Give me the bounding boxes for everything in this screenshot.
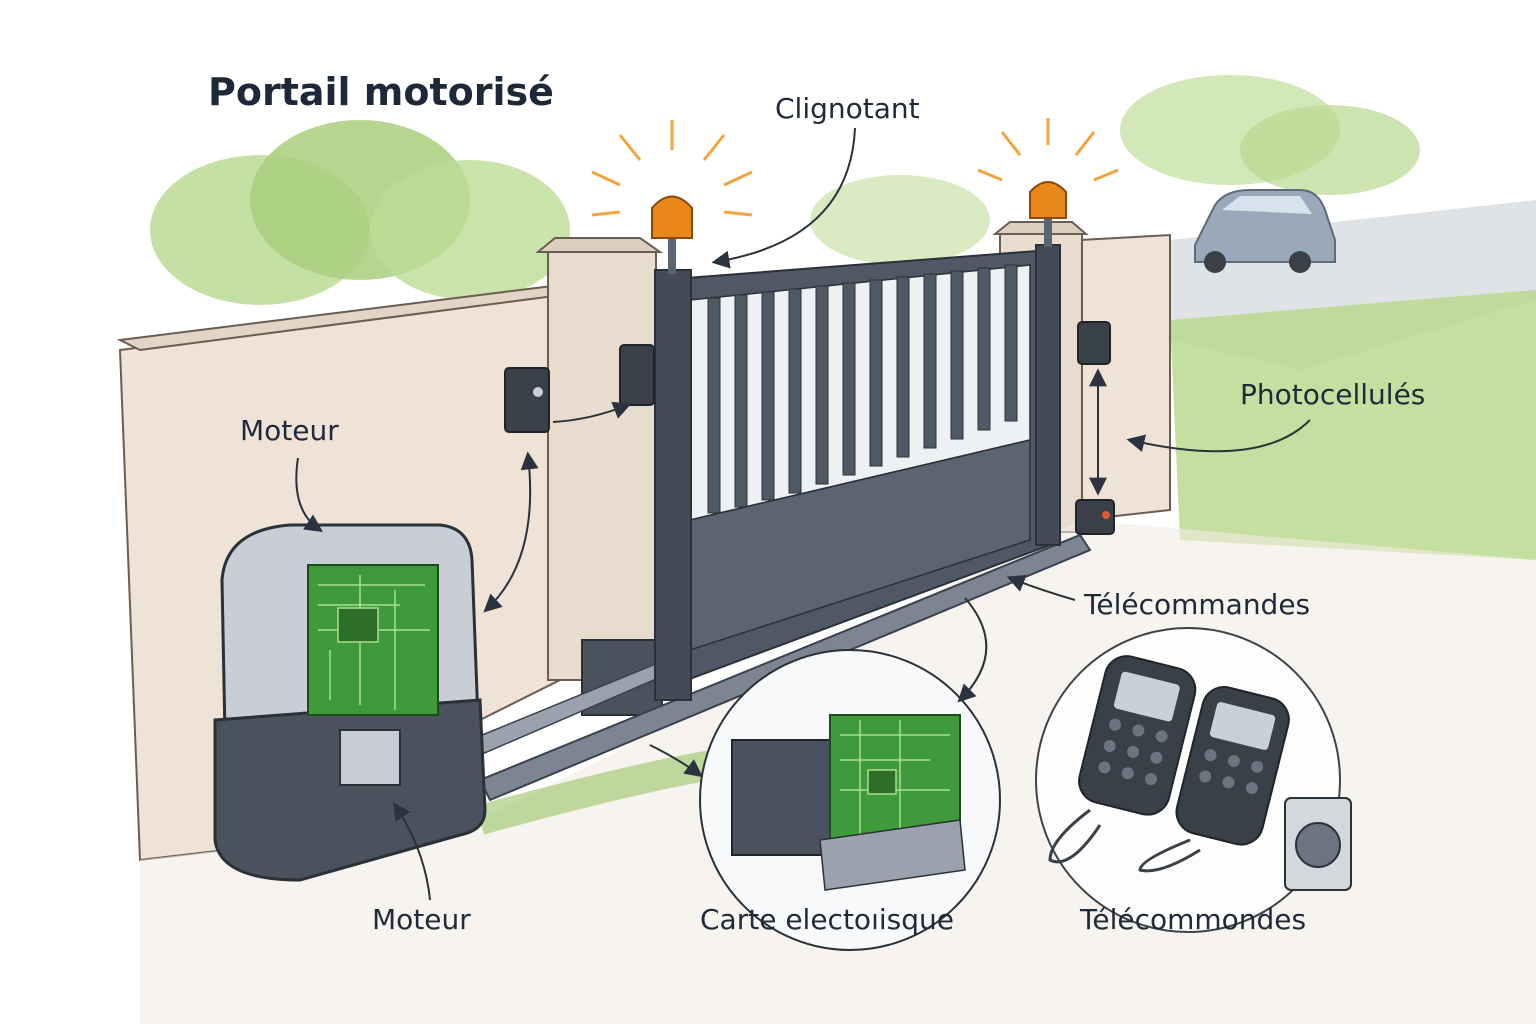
label-board: Carte electoıisque	[700, 903, 954, 936]
sliding-gate	[654, 244, 1061, 701]
label-flasher: Clignotant	[775, 92, 920, 125]
circuit-board-icon	[699, 649, 1001, 951]
flasher-lamp-icon	[591, 118, 1119, 274]
trees-background	[150, 75, 1420, 305]
wall-keypad-icon	[1284, 797, 1352, 891]
page-title: Portail motorisé	[208, 70, 554, 114]
label-remotes-bottom: Télécommondes	[1080, 903, 1307, 936]
remote-control-icon	[1035, 627, 1341, 933]
pointer-lines	[295, 127, 1311, 901]
motor-unit-icon	[213, 523, 487, 882]
label-motor-bottom: Moteur	[372, 903, 471, 936]
photocell-icon	[504, 321, 1115, 535]
label-motor-top: Moteur	[240, 414, 339, 447]
label-remotes-mid: Télécommandes	[1084, 588, 1311, 621]
label-photocells: Photocellulés	[1240, 378, 1426, 411]
left-pillar	[535, 237, 664, 716]
car-icon	[1194, 189, 1336, 273]
